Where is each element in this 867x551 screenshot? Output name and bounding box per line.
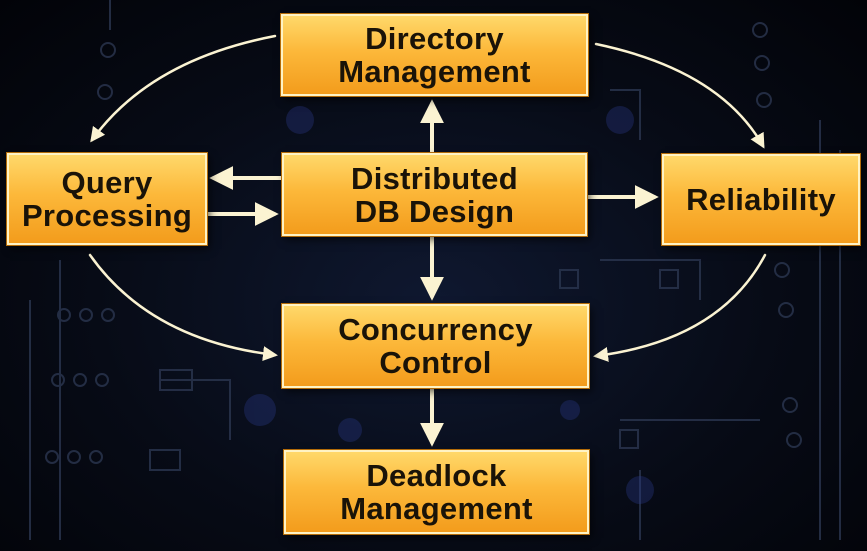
node-directory-management: Directory Management: [281, 14, 588, 96]
node-deadlock-management: Deadlock Management: [284, 450, 589, 534]
edge-directory-to-reliability: [594, 42, 765, 149]
node-distributed-db-design: Distributed DB Design: [282, 153, 587, 236]
node-concurrency-control: Concurrency Control: [282, 304, 589, 388]
edge-reliability-to-concurrency: [593, 253, 767, 362]
node-query-processing: Query Processing: [7, 153, 207, 245]
node-reliability: Reliability: [662, 154, 860, 245]
edge-query-to-concurrency: [88, 253, 278, 362]
edge-directory-to-query: [90, 34, 277, 143]
